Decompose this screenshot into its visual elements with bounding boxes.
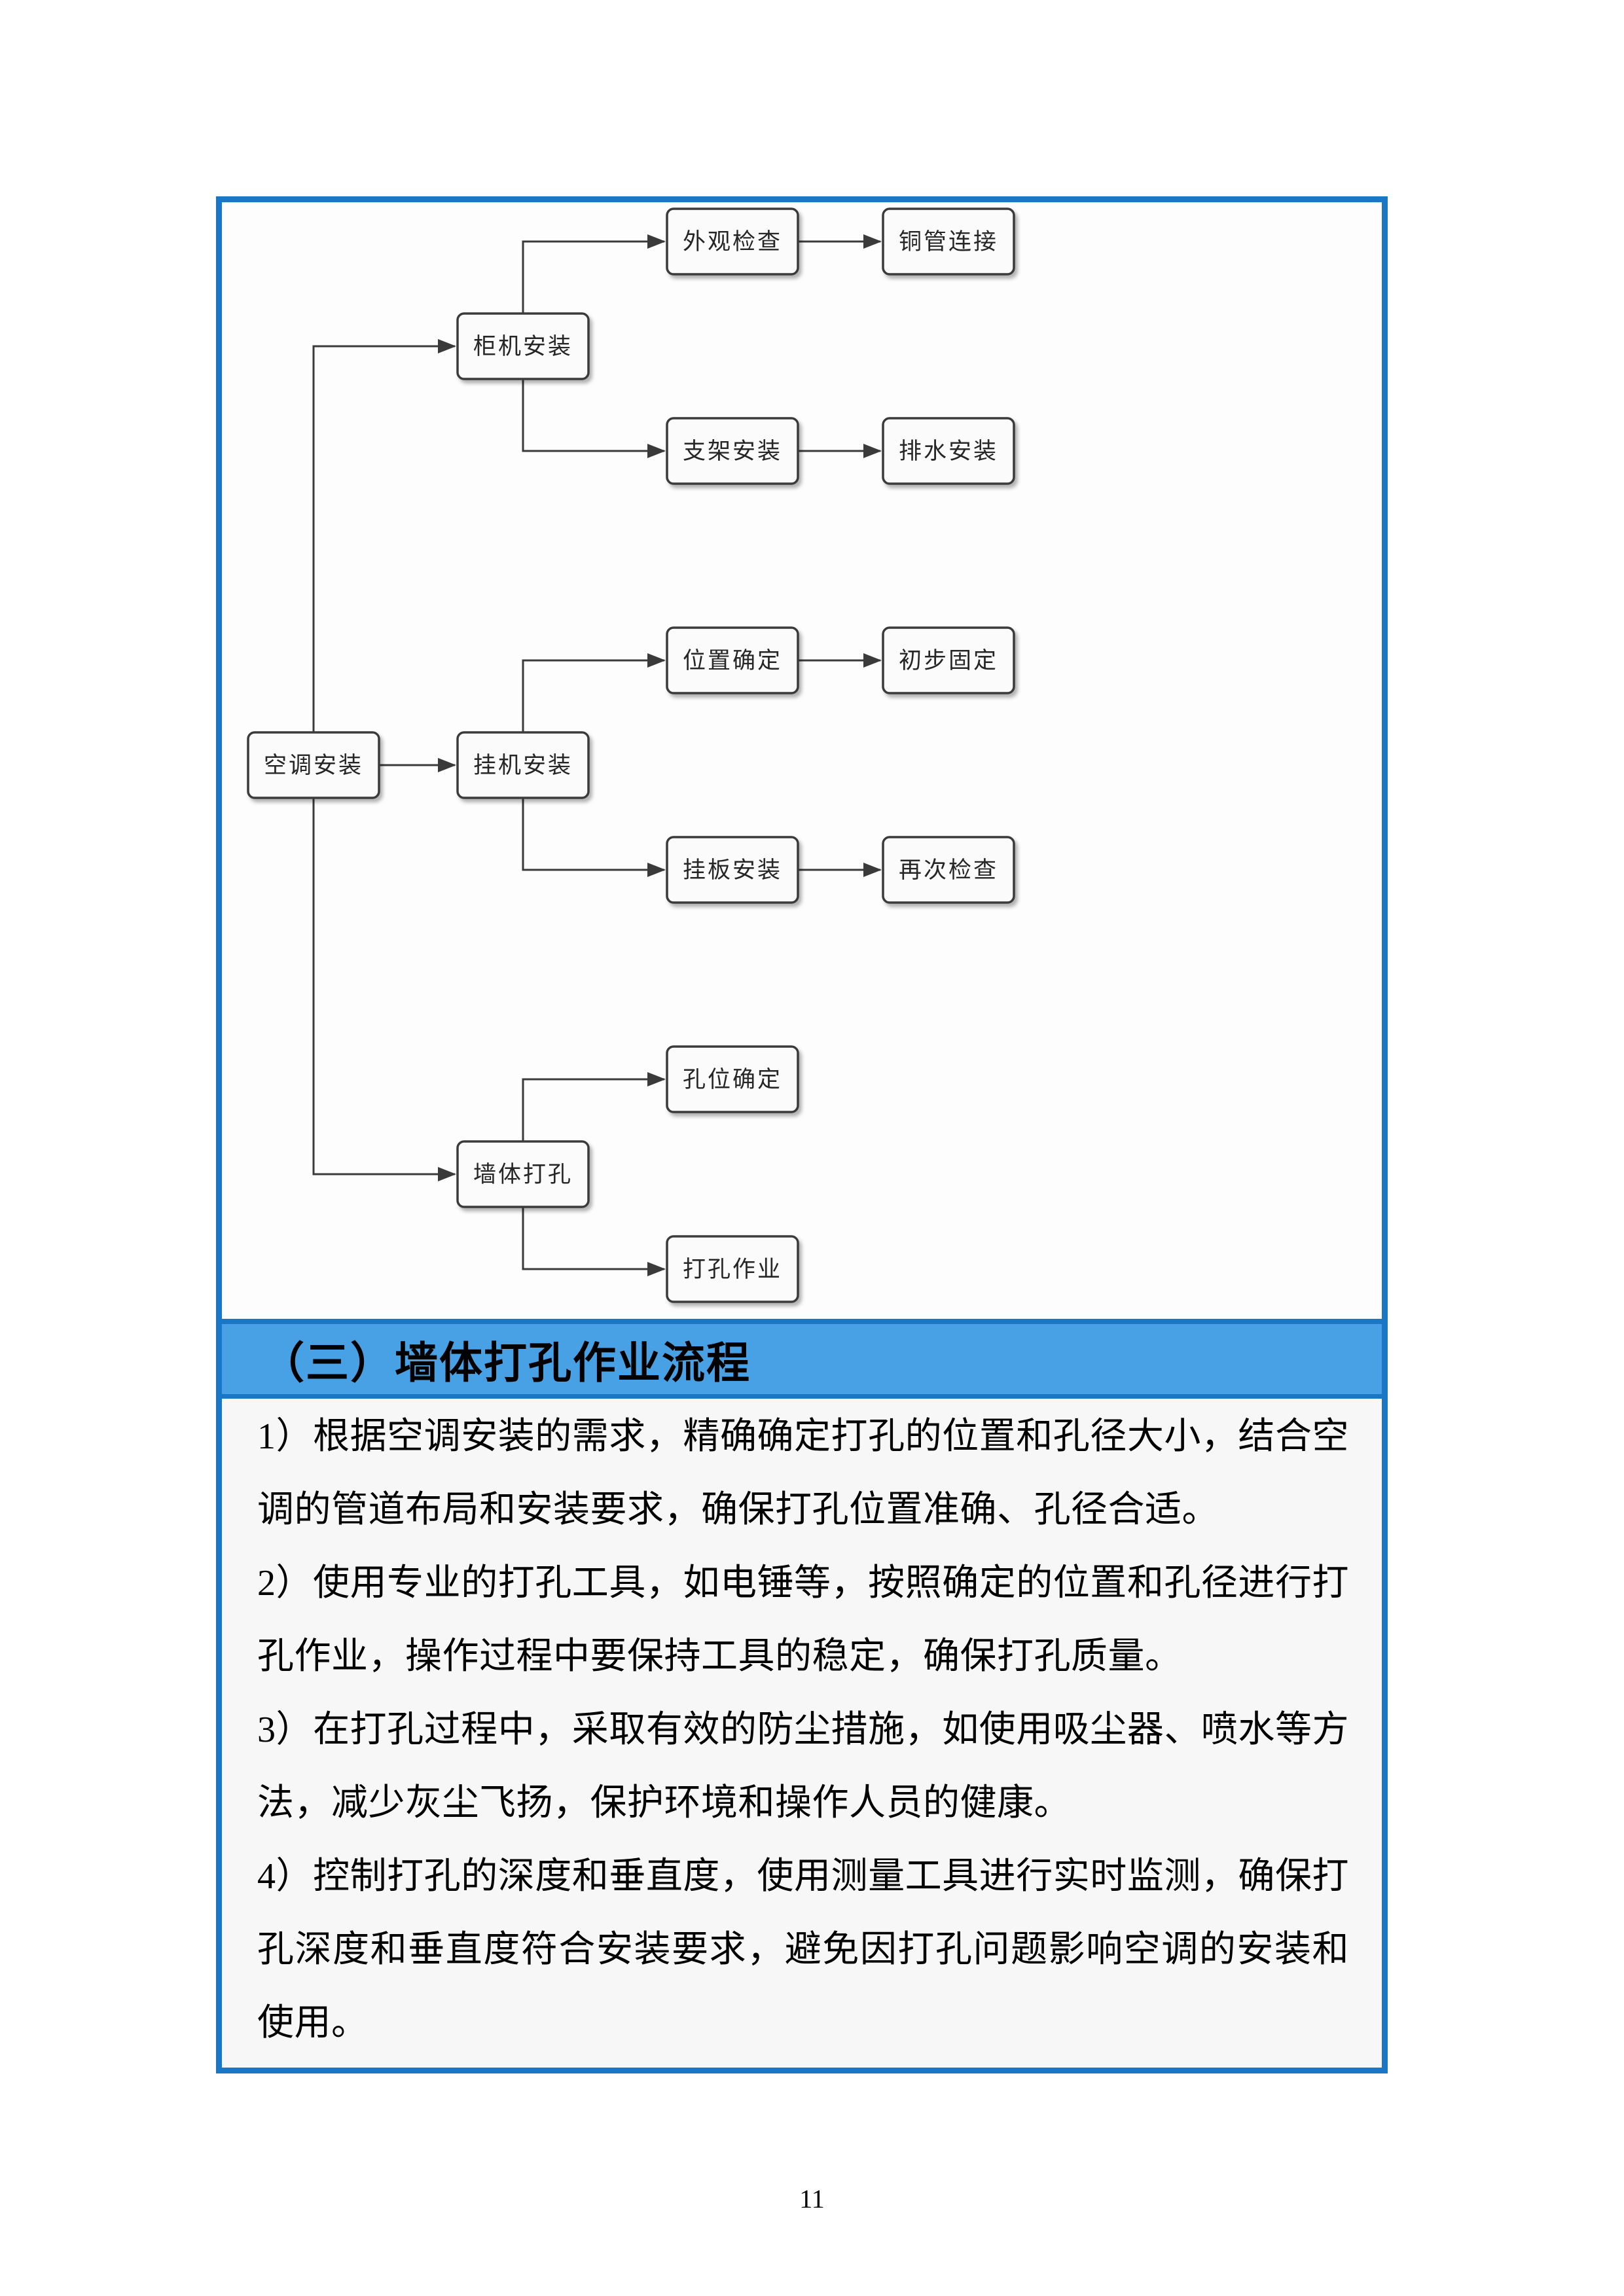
flow-node-cabinet-label: 柜机安装 xyxy=(473,334,573,359)
content-frame: 空调安装 柜机安装 挂机安装 墙体打孔 xyxy=(216,196,1388,2073)
flow-node-drain-install: 排水安装 xyxy=(882,417,1015,485)
flow-node-recheck: 再次检查 xyxy=(882,836,1015,904)
edge-root-to-cabinet xyxy=(312,339,456,732)
flow-node-appearance-check: 外观检查 xyxy=(666,207,799,276)
section-body: 1）根据空调安装的需求，精确确定打孔的位置和孔径大小，结合空调的管道布局和安装要… xyxy=(222,1399,1382,2068)
flowchart-area: 空调安装 柜机安装 挂机安装 墙体打孔 xyxy=(222,202,1382,1319)
flow-node-bracket-install-label: 支架安装 xyxy=(683,439,782,464)
section-header-text: （三）墙体打孔作业流程 xyxy=(261,1339,751,1388)
flow-node-plate-install-label: 挂板安装 xyxy=(683,857,782,883)
flow-node-wall-drill-label: 墙体打孔 xyxy=(473,1162,573,1187)
flow-node-initial-fix-label: 初步固定 xyxy=(899,648,998,673)
paragraph-3: 3）在打孔过程中，采取有效的防尘措施，如使用吸尘器、喷水等方法，减少灰尘飞扬，保… xyxy=(257,1710,1349,1823)
flow-node-drilling-label: 打孔作业 xyxy=(683,1257,782,1282)
flow-node-hole-position-label: 孔位确定 xyxy=(683,1067,782,1092)
flow-node-copper-pipe: 铜管连接 xyxy=(882,207,1015,276)
section-header: （三）墙体打孔作业流程 xyxy=(222,1319,1382,1399)
flowchart-diagram: 空调安装 柜机安装 挂机安装 墙体打孔 xyxy=(247,207,1015,1303)
edge-cabinet-to-appearance xyxy=(522,234,666,314)
paragraph-4: 4）控制打孔的深度和垂直度，使用测量工具进行实时监测，确保打孔深度和垂直度符合安… xyxy=(257,1856,1349,2043)
flow-node-root-label: 空调安装 xyxy=(264,753,363,778)
flow-node-initial-fix: 初步固定 xyxy=(882,626,1015,694)
flow-node-copper-pipe-label: 铜管连接 xyxy=(899,229,998,255)
flow-node-position-confirm: 位置确定 xyxy=(666,626,799,694)
page-number: 11 xyxy=(799,2184,825,2214)
flow-node-drilling: 打孔作业 xyxy=(666,1235,799,1303)
flow-node-appearance-check-label: 外观检查 xyxy=(683,229,782,255)
flow-nodes: 空调安装 柜机安装 挂机安装 墙体打孔 xyxy=(247,207,1015,1303)
paragraph-1: 1）根据空调安装的需求，精确确定打孔的位置和孔径大小，结合空调的管道布局和安装要… xyxy=(257,1416,1349,1530)
edge-cabinet-to-bracket xyxy=(522,379,666,458)
paragraph-2: 2）使用专业的打孔工具，如电锤等，按照确定的位置和孔径进行打孔作业，操作过程中要… xyxy=(257,1563,1349,1677)
flow-node-wall-unit-label: 挂机安装 xyxy=(473,753,573,778)
flow-node-hole-position: 孔位确定 xyxy=(666,1045,799,1113)
flow-node-recheck-label: 再次检查 xyxy=(899,857,998,883)
flow-node-cabinet: 柜机安装 xyxy=(456,312,590,380)
flow-node-wall-drill: 墙体打孔 xyxy=(456,1140,590,1208)
flow-node-root: 空调安装 xyxy=(247,731,380,799)
edge-wall-unit-to-plate xyxy=(522,798,666,877)
flow-node-wall-unit: 挂机安装 xyxy=(456,731,590,799)
flow-node-plate-install: 挂板安装 xyxy=(666,836,799,904)
flow-node-drain-install-label: 排水安装 xyxy=(899,439,998,464)
flow-node-position-confirm-label: 位置确定 xyxy=(683,648,782,673)
flow-edges xyxy=(312,234,882,1276)
edge-wall-drill-to-drilling xyxy=(522,1207,666,1276)
edge-root-to-wall-drill xyxy=(312,798,456,1181)
edge-wall-drill-to-hole xyxy=(522,1072,666,1141)
flow-node-bracket-install: 支架安装 xyxy=(666,417,799,485)
edge-wall-unit-to-position xyxy=(522,653,666,732)
